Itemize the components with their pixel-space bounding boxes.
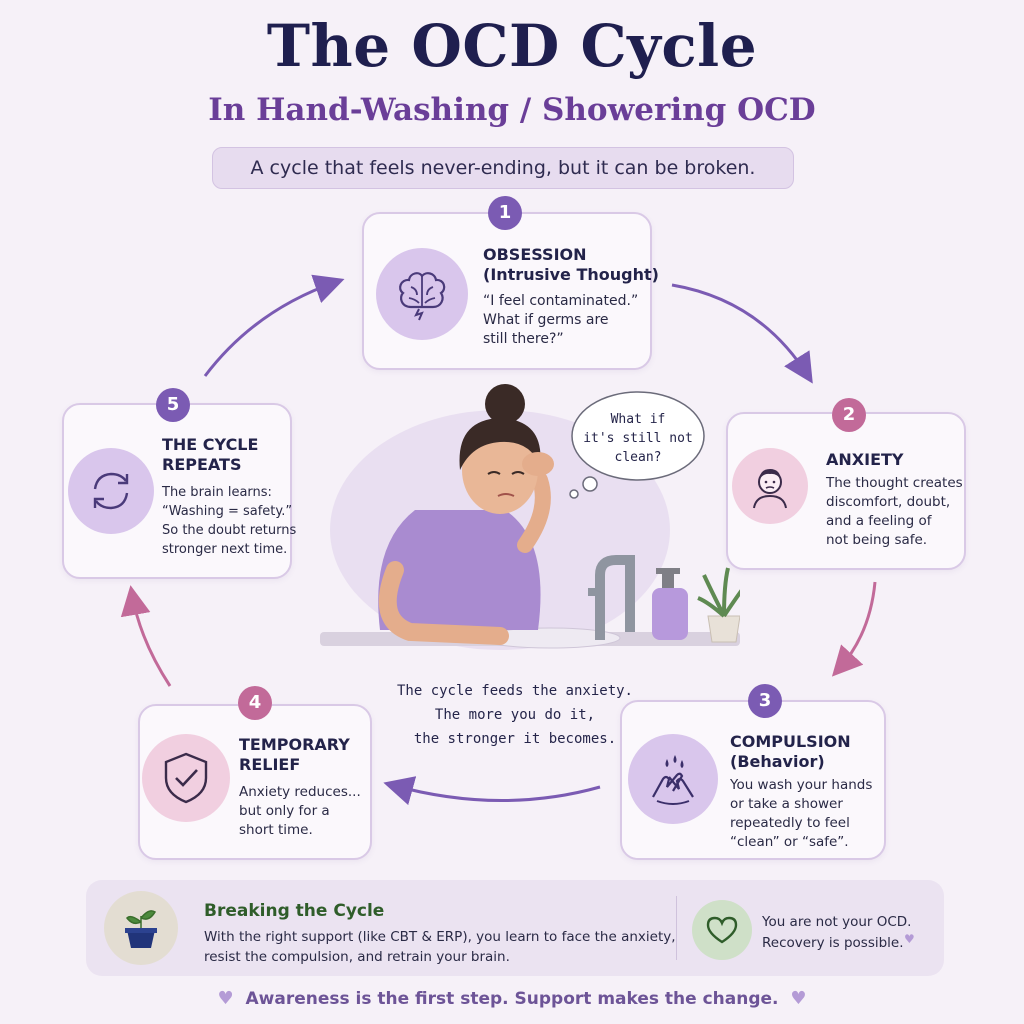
breaking-cycle-text: With the right support (like CBT & ERP),… — [204, 929, 676, 965]
arrow-5-to-1 — [203, 274, 345, 377]
encouragement-text: You are not your OCD. Recovery is possib… — [762, 914, 912, 951]
tagline-banner: A cycle that feels never-ending, but it … — [212, 147, 794, 189]
step-text-obsession: “I feel contaminated.” What if germs are… — [483, 293, 639, 347]
heart-outline-icon — [692, 900, 752, 960]
breaking-cycle-panel — [86, 880, 944, 976]
step-text-anxiety: The thought creates discomfort, doubt, a… — [826, 475, 963, 548]
thought-bubble-text: What if it's still not clean? — [583, 412, 693, 465]
step-badge-5: 5 — [156, 388, 190, 422]
step-title-relief: TEMPORARY RELIEF — [239, 735, 350, 774]
step-badge-3: 3 — [748, 684, 782, 718]
step-badge-1: 1 — [488, 196, 522, 230]
panel-divider — [676, 896, 677, 960]
center-caption: The cycle feeds the anxiety. The more yo… — [396, 683, 633, 747]
step-title-compulsion: COMPULSION (Behavior) — [730, 732, 851, 771]
footer-text: Awareness is the first step. Support mak… — [245, 989, 779, 1009]
step-badge-2: 2 — [832, 398, 866, 432]
step-title-repeats: THE CYCLE REPEATS — [162, 435, 259, 474]
woman-at-sink-illustration — [320, 384, 740, 650]
worried-person-icon — [732, 448, 808, 524]
arrow-3-to-4 — [383, 776, 601, 806]
thought-bubble — [569, 391, 705, 499]
step-text-compulsion: You wash your hands or take a shower rep… — [730, 777, 873, 850]
step-title-anxiety: ANXIETY — [826, 450, 904, 469]
arrow-1-to-2 — [671, 283, 813, 384]
heart-icon-right: ♥ — [790, 988, 807, 1009]
step-text-repeats: The brain learns: “Washing = safety.” So… — [162, 485, 297, 557]
plant-pot-icon — [104, 891, 178, 965]
breaking-cycle-title: Breaking the Cycle — [204, 901, 385, 921]
step-title-obsession: OBSESSION (Intrusive Thought) — [483, 245, 659, 284]
heart-icon: ♥ — [904, 932, 915, 946]
step-text-relief: Anxiety reduces... but only for a short … — [239, 784, 361, 838]
page-title: The OCD Cycle — [266, 12, 758, 80]
footer-message: ♥ Awareness is the first step. Support m… — [0, 988, 1024, 1009]
cycle-arrows-icon — [68, 448, 154, 534]
arrow-2-to-3 — [831, 581, 877, 677]
heart-icon-left: ♥ — [217, 988, 234, 1009]
arrow-4-to-5 — [120, 585, 172, 687]
page-subtitle: In Hand-Washing / Showering OCD — [208, 92, 816, 128]
brain-icon — [376, 248, 468, 340]
step-badge-4: 4 — [238, 686, 272, 720]
shield-check-icon — [142, 734, 230, 822]
hand-washing-icon — [628, 734, 718, 824]
